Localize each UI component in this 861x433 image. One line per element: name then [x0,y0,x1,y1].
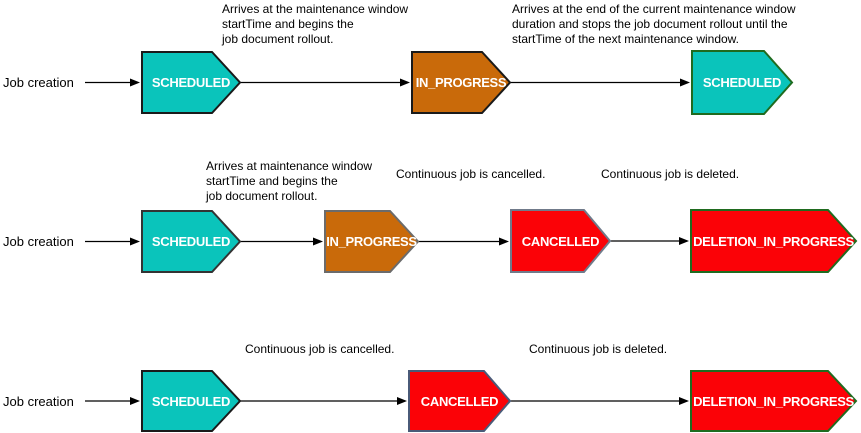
job-creation-label: Job creation [3,394,74,409]
state-node-scheduled [141,210,242,273]
transition-annotation: Continuous job is deleted. [529,342,668,356]
state-node-cancelled [408,370,512,432]
job-creation-label: Job creation [3,234,74,249]
transition-annotation: Continuous job is deleted. [601,167,740,181]
transition-annotation: Arrives at the end of the current mainte… [512,2,796,46]
state-node-in-progress [411,51,512,114]
transition-annotation: Continuous job is cancelled. [245,342,395,356]
state-node-scheduled [141,51,242,114]
state-node-deletion-in-progress [690,209,858,273]
job-creation-label: Job creation [3,75,74,90]
state-node-scheduled [691,50,794,115]
state-node-cancelled [510,209,612,273]
transition-annotation: Arrives at maintenance window startTime … [206,159,373,203]
state-node-in-progress [324,210,420,273]
state-node-scheduled [141,370,242,432]
transition-annotation: Continuous job is cancelled. [396,167,546,181]
transition-annotation: Arrives at the maintenance window startT… [222,2,409,46]
state-node-deletion-in-progress [690,370,858,432]
